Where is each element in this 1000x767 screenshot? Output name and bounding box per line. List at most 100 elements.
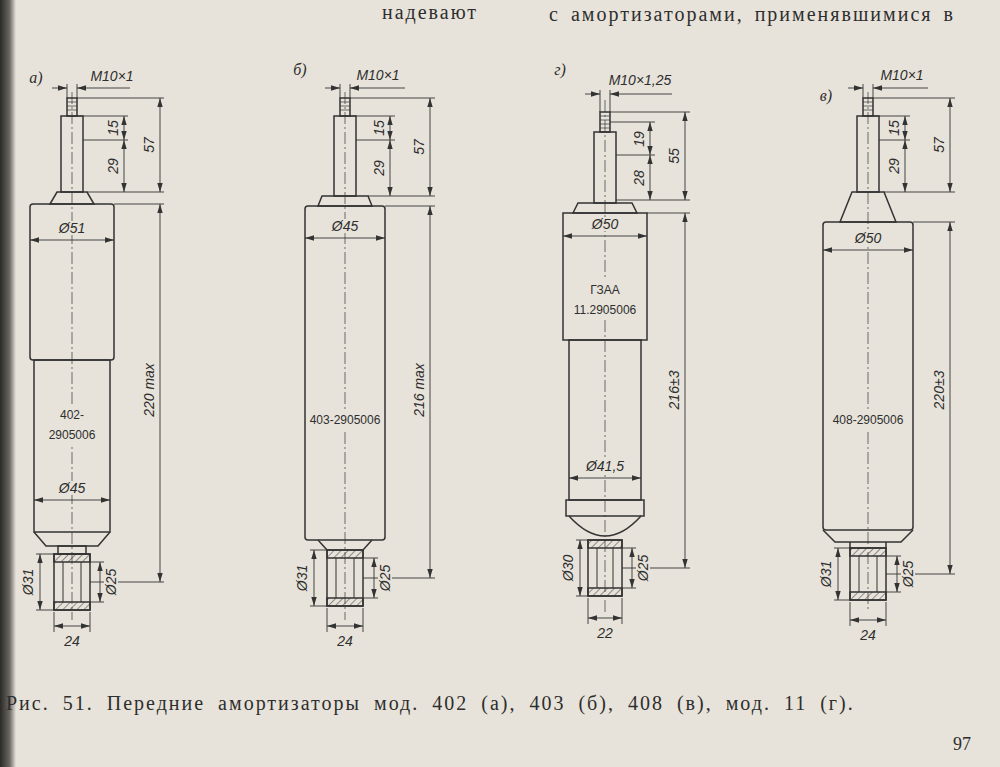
part-number: 403-2905006 — [309, 410, 382, 430]
dimension-label: Ø51 — [58, 221, 86, 235]
view-letter: в) — [819, 88, 833, 104]
view-letter: г) — [553, 62, 567, 78]
dimension-lines — [905, 116, 906, 140]
dimension-lines — [34, 500, 110, 501]
dimension-lines — [605, 100, 606, 612]
part-body-marking: 403-2905006 — [307, 410, 383, 430]
dimension-label: M10×1 — [879, 68, 924, 82]
dimension-lines — [30, 84, 164, 632]
dimension-label: 24 — [63, 634, 81, 648]
dimension-lines — [124, 116, 125, 140]
dimension-lines — [52, 88, 67, 89]
page-text: надевают — [381, 2, 479, 22]
dimension-lines — [569, 478, 641, 479]
dimension-lines — [873, 88, 928, 89]
dimension-lines — [823, 250, 913, 251]
dimension-lines — [868, 92, 869, 612]
dimension-label: 24 — [336, 634, 354, 648]
dimension-lines — [390, 116, 391, 140]
part-number: 408-2905006 — [832, 410, 905, 430]
dimension-lines — [374, 558, 375, 598]
dimension-lines — [77, 88, 130, 89]
dimension-label: 55 — [667, 147, 681, 165]
dimension-lines — [650, 122, 651, 155]
dimension-lines — [160, 204, 161, 582]
dimension-label: Ø50 — [591, 217, 619, 231]
part-number: ГЗАА 11.2905006 — [568, 280, 642, 321]
shock-absorber-402 — [34, 360, 110, 532]
dimension-label: Ø31 — [819, 560, 833, 588]
dimension-lines — [838, 548, 839, 600]
dimension-label: M10×1,25 — [608, 73, 673, 87]
dimension-lines — [588, 618, 622, 619]
dimension-lines — [327, 626, 363, 627]
dimension-lines — [950, 222, 951, 574]
dimension-label: Ø25 — [378, 564, 392, 592]
dimension-lines — [632, 548, 633, 588]
dimension-lines — [580, 540, 581, 596]
dimension-label: 19 — [632, 130, 646, 148]
dimension-label: 216 max — [412, 362, 426, 418]
dimension-label: Ø25 — [636, 554, 650, 582]
dimension-label: 15 — [887, 119, 901, 137]
dimension-label: Ø25 — [901, 560, 915, 588]
page-shadow — [0, 0, 16, 767]
dimension-lines — [823, 84, 955, 626]
dimension-lines — [650, 155, 651, 200]
dimension-label: Ø30 — [561, 554, 575, 582]
dimension-label: Ø31 — [21, 568, 35, 596]
part-body-marking: 402-2905006 — [36, 405, 108, 446]
dimension-lines — [430, 206, 431, 578]
dimension-lines — [310, 84, 435, 632]
dimension-label: 29 — [887, 157, 901, 175]
dimension-label: 15 — [372, 119, 386, 137]
dimension-lines — [850, 620, 886, 621]
dimension-label: Ø31 — [295, 564, 309, 592]
dimension-lines — [563, 236, 647, 237]
dimension-lines — [950, 98, 951, 192]
dimension-lines — [325, 88, 340, 89]
dimension-lines — [345, 92, 346, 620]
dimension-lines — [160, 98, 161, 192]
dimension-label: M10×1 — [89, 69, 134, 83]
view-letter: а) — [28, 70, 43, 86]
dimension-label: Ø50 — [854, 231, 882, 245]
part-body-marking: ГЗАА 11.2905006 — [568, 280, 642, 321]
dimension-label: Ø41,5 — [585, 459, 625, 473]
dimension-lines — [40, 554, 41, 610]
dimension-lines — [100, 562, 101, 602]
dimension-lines — [314, 550, 315, 606]
dimension-label: Ø45 — [58, 481, 86, 495]
dimension-lines — [610, 94, 672, 95]
dimension-lines — [30, 240, 114, 241]
dimension-label: 28 — [632, 169, 646, 187]
page-text: с амортизаторами, применявшимися в — [548, 4, 956, 24]
page-number: 97 — [952, 735, 972, 753]
dimension-label: 29 — [372, 159, 386, 177]
dimension-label: M10×1 — [355, 68, 400, 82]
dimension-lines — [848, 88, 863, 89]
dimension-label: 29 — [106, 157, 120, 175]
dimension-lines — [36, 84, 164, 632]
dimension-lines — [54, 626, 90, 627]
dimension-label: 216±3 — [667, 370, 681, 411]
dimension-label: 220±3 — [932, 370, 946, 411]
dimension-lines — [576, 90, 690, 624]
dimension-label: 15 — [106, 119, 120, 137]
dimension-label: Ø45 — [331, 219, 359, 233]
dimension-label: 220 max — [142, 362, 156, 418]
dimension-lines — [430, 98, 431, 196]
dimension-label: 57 — [142, 136, 156, 154]
dimension-label: Ø25 — [104, 568, 118, 596]
figure-caption: Рис. 51. Передние амортизаторы мод. 402 … — [6, 692, 855, 715]
dimension-lines — [905, 140, 906, 192]
dimension-lines — [585, 94, 600, 95]
dimension-lines — [834, 84, 955, 626]
part-body-marking: 408-2905006 — [825, 410, 911, 430]
dimension-lines — [305, 84, 435, 632]
dimension-lines — [350, 88, 405, 89]
dimension-lines — [305, 238, 385, 239]
dimension-lines — [897, 556, 898, 592]
part-number: 402-2905006 — [36, 405, 108, 446]
